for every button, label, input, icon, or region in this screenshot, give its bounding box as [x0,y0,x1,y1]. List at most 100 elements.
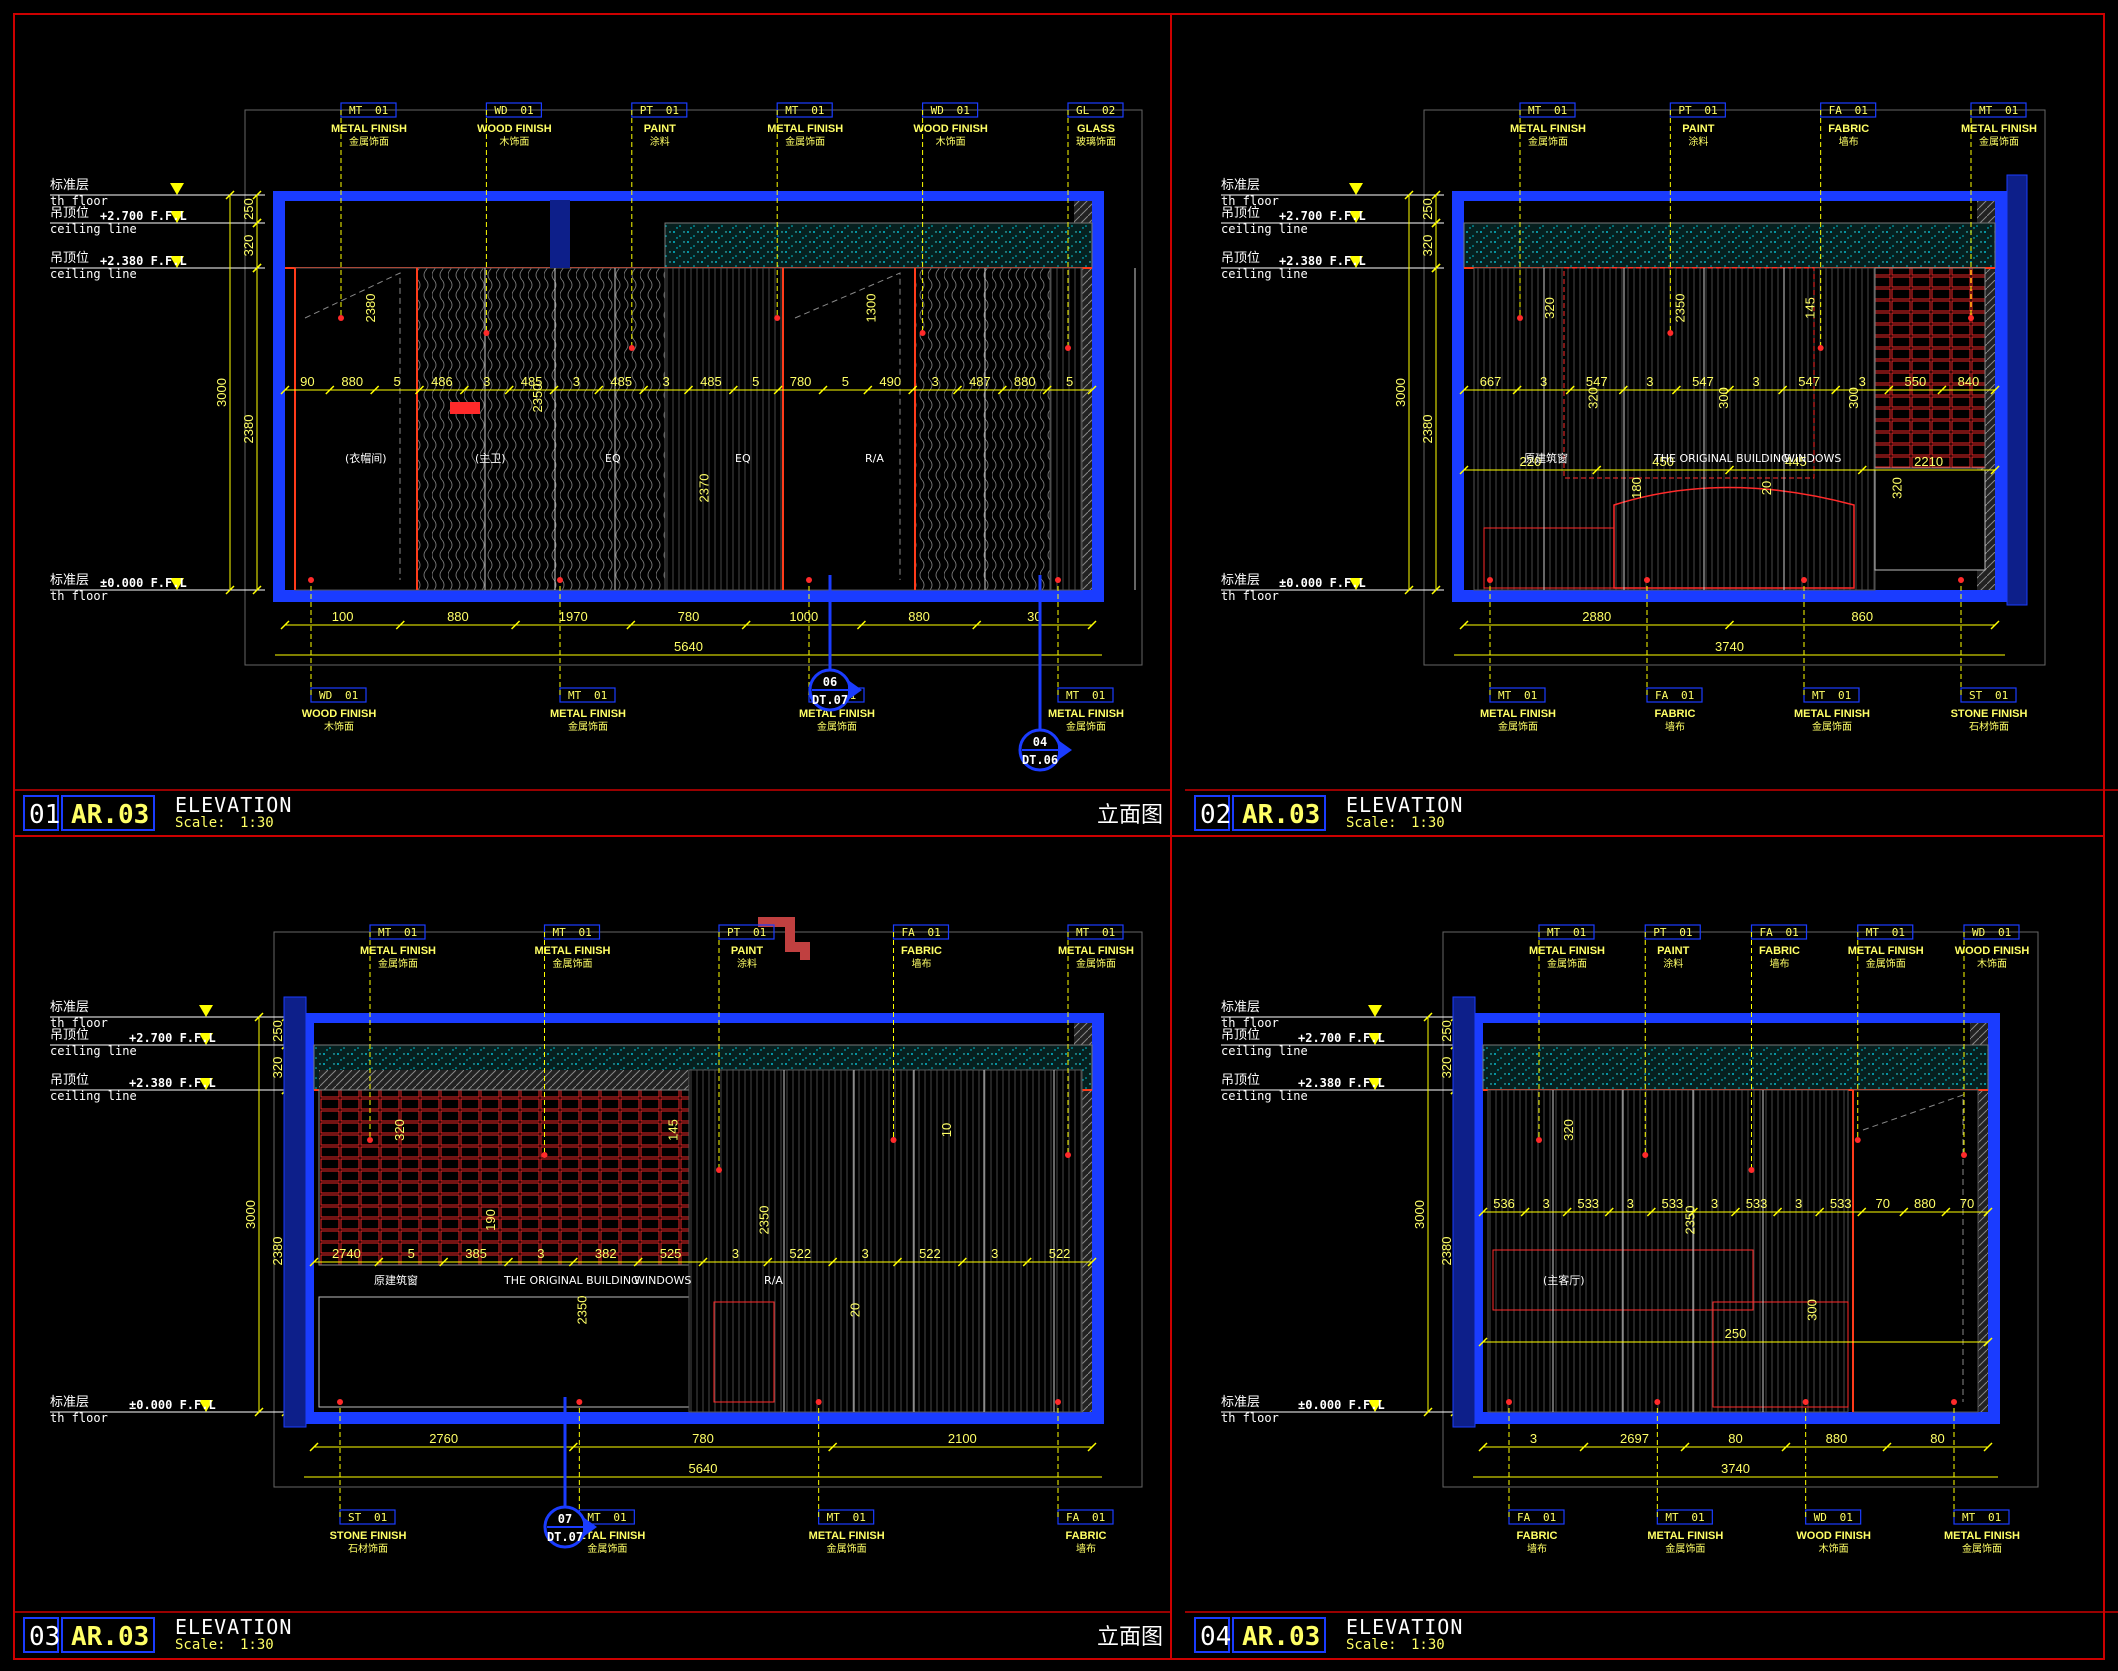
tag-en: METAL FINISH [1647,1530,1723,1542]
door-swing [1862,1094,1964,1402]
tag-point [1654,1399,1661,1405]
hdim-text: 3 [861,1246,868,1261]
hdim-text: 880 [1826,1431,1848,1446]
title-ref-box [61,795,155,831]
title-number-box [1194,795,1230,831]
hdim-tick [1724,465,1735,475]
tag-code: MT [568,689,582,702]
door-panel [1852,1089,1979,1413]
tag-code: MT [1547,926,1561,939]
hdim-tick [1478,1207,1488,1217]
hdim-tick [1990,385,2000,395]
scale-label: Scale: [1346,815,1397,831]
floor-slab [1471,1412,2000,1424]
hdim-tick [1087,385,1097,395]
tag-num: 01 [1681,689,1694,702]
right-wall [1092,191,1104,602]
hdim-text: 80 [1728,1431,1742,1446]
tag-en: STONE FINISH [1951,708,2028,720]
title-chinese: 立面图 [1097,1625,1163,1650]
shelving-unit [318,1089,690,1266]
hdim-tick [1831,385,1841,395]
hdim-text: 550 [1904,374,1926,389]
inner-vdim-text: 1300 [863,294,878,323]
hdim-text: 3 [537,1246,544,1261]
level-cn: 吊顶位 [50,1073,89,1088]
vdim-tick [1431,218,1441,228]
tag-point [1801,577,1807,583]
scale-value: 1:30 [1411,1637,1445,1653]
vdim-tick [254,1407,264,1417]
hdim-tick [1730,1207,1741,1217]
vdim-tick [225,585,235,595]
inner-vdim-text: 2350 [757,1206,772,1235]
hdim-tick [1671,385,1681,395]
hdim-tick [1815,1207,1825,1217]
hdim-tick [1724,620,1735,630]
inner-vdim-text: 145 [665,1119,680,1141]
hdim-tick [1604,1207,1614,1217]
tag-cn: 玻璃饰面 [1076,135,1116,148]
hdim-text: 382 [595,1246,617,1261]
tag-code: ST [348,1511,362,1524]
hdim-row-mid: 250 [1478,1326,1993,1347]
hdim-tick [1512,385,1522,395]
tag-num: 01 [1102,926,1115,939]
tag-code: MT [378,926,392,939]
ceiling-slab [1452,191,2007,201]
hdim-tick [1773,1207,1783,1217]
desk-outline [713,1301,775,1403]
tag-code: MT [827,1511,841,1524]
vdim-text: 2380 [241,415,256,444]
tag-num: 01 [345,689,358,702]
level-cn: 标准层 [50,1395,89,1410]
tag-cn: 金属饰面 [1866,957,1906,970]
tag-point [1644,577,1650,583]
hdim-text: 30 [1027,609,1041,624]
hdim-text: 3 [931,374,938,389]
hdim-text: 547 [1586,374,1608,389]
tag-num: 01 [853,1511,866,1524]
callout-num: 06 [823,675,837,689]
tag-num: 01 [579,926,592,939]
hdim-tick [856,620,866,630]
hdim-tick [309,1442,319,1452]
tag-num: 01 [928,926,941,939]
tag-cn: 金属饰面 [1498,720,1538,733]
title-ref: AR.03 [1242,1622,1320,1652]
vdim-text: 320 [1420,235,1435,257]
hdim-text: 70 [1876,1196,1890,1211]
level-en: th floor [50,1411,108,1425]
level-triangle [170,183,184,195]
hdim-text: 3 [1627,1196,1634,1211]
tag-point [1065,1152,1071,1158]
hdim-tick [370,385,380,395]
vdim-tick [252,263,262,273]
hdim-tick [1990,465,2000,475]
tag-en: FABRIC [1517,1530,1558,1542]
hdim-tick [594,385,604,395]
hdim-tick [1565,385,1575,395]
vdim-text: 320 [1439,1057,1454,1079]
title-ref: AR.03 [71,800,149,830]
hdim-text: 3 [483,374,490,389]
